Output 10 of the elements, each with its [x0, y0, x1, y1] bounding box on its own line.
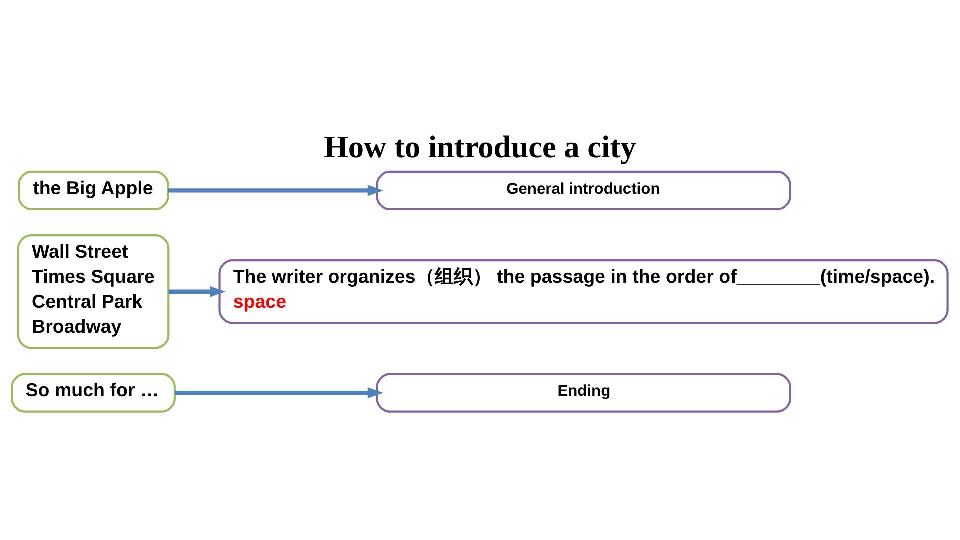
diagram-title: How to introduce a city: [324, 128, 636, 164]
node-box: Ending: [376, 372, 792, 412]
arrow: [168, 286, 226, 297]
node-box: So much for …: [11, 372, 176, 412]
node-box: Wall Street Times Square Central Park Broadway: [17, 234, 170, 349]
node-box: the Big Apple: [18, 170, 170, 210]
arrow: [174, 387, 384, 398]
node-box: The writer organizes（组织） the passage in the order of________(time/space). space: [218, 259, 949, 324]
arrow: [168, 184, 384, 196]
node-box: General introduction: [376, 170, 792, 210]
